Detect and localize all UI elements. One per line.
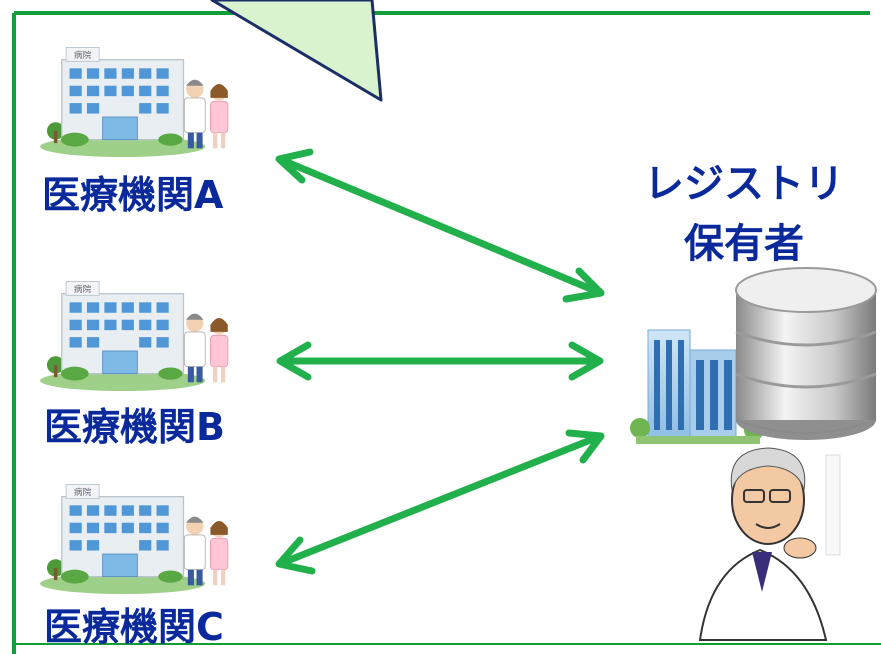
link-arrow-b — [276, 341, 604, 381]
link-arrow-a — [275, 148, 605, 303]
registry-holder-label-line2: 保有者 — [684, 221, 804, 267]
institution-c-label: 医療機関C — [44, 605, 224, 649]
institution-a-label: 医療機関A — [42, 173, 224, 217]
hospital-b-illustration — [40, 280, 229, 392]
frame — [12, 11, 881, 654]
professor-illustration — [698, 447, 841, 641]
office-building-icon — [630, 329, 764, 444]
link-arrow-c — [275, 429, 605, 575]
database-icon — [735, 267, 877, 440]
registry-holder-label-line1: レジストリ — [644, 161, 844, 207]
hospital-a-illustration — [40, 46, 229, 158]
institution-b-label: 医療機関B — [44, 405, 225, 449]
hospital-c-illustration — [40, 483, 229, 595]
speech-callout-pointer — [210, 0, 383, 102]
